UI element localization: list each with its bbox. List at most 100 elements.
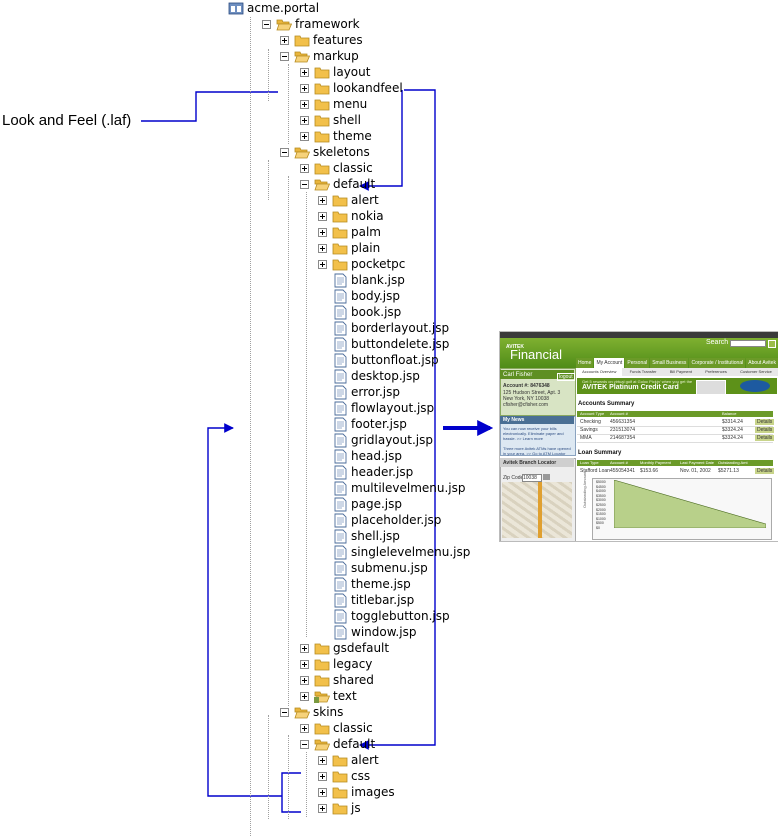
expand-icon[interactable]	[318, 227, 327, 237]
tree-item-togglebutton-jsp[interactable]: togglebutton.jsp	[318, 608, 450, 624]
expand-icon[interactable]	[300, 163, 309, 173]
screenshot-nav-tab[interactable]: Small Business	[650, 358, 689, 368]
tree-item-blank-jsp[interactable]: blank.jsp	[318, 272, 405, 288]
collapse-icon[interactable]	[262, 19, 271, 29]
tree-item-titlebar-jsp[interactable]: titlebar.jsp	[318, 592, 414, 608]
tree-item-buttonfloat-jsp[interactable]: buttonfloat.jsp	[318, 352, 439, 368]
tree-item-text[interactable]: text	[300, 688, 357, 704]
screenshot-search-input[interactable]	[730, 340, 766, 347]
screenshot-nav-tab[interactable]: My Account	[594, 358, 625, 368]
expand-icon[interactable]	[318, 787, 327, 797]
tree-item-shell[interactable]: shell	[300, 112, 361, 128]
expand-icon[interactable]	[300, 67, 309, 77]
tree-item-pocketpc[interactable]: pocketpc	[318, 256, 405, 272]
screenshot-sub-tab[interactable]: Customer Service	[740, 369, 772, 374]
tree-item-palm[interactable]: palm	[318, 224, 381, 240]
tree-item-menu[interactable]: menu	[300, 96, 367, 112]
tree-item-placeholder-jsp[interactable]: placeholder.jsp	[318, 512, 441, 528]
tree-item-legacy[interactable]: legacy	[300, 656, 372, 672]
expand-icon[interactable]	[318, 211, 327, 221]
tree-item-page-jsp[interactable]: page.jsp	[318, 496, 402, 512]
tree-item-flowlayout-jsp[interactable]: flowlayout.jsp	[318, 400, 434, 416]
tree-item-submenu-jsp[interactable]: submenu.jsp	[318, 560, 428, 576]
expand-icon[interactable]	[300, 115, 309, 125]
expand-icon[interactable]	[318, 771, 327, 781]
expand-icon[interactable]	[300, 99, 309, 109]
tree-item-skins[interactable]: skins	[280, 704, 343, 720]
screenshot-sub-tab[interactable]: Funds Transfer	[629, 369, 657, 374]
screenshot-sub-tab[interactable]: Preferences	[705, 369, 727, 374]
screenshot-zip-button[interactable]	[543, 474, 550, 480]
expand-icon[interactable]	[300, 691, 309, 701]
expand-icon[interactable]	[318, 755, 327, 765]
tree-item-layout[interactable]: layout	[300, 64, 370, 80]
tree-item-head-jsp[interactable]: head.jsp	[318, 448, 402, 464]
tree-item-framework[interactable]: framework	[262, 16, 360, 32]
screenshot-details-button[interactable]: Details	[755, 435, 775, 441]
tree-item-error-jsp[interactable]: error.jsp	[318, 384, 400, 400]
screenshot-details-button[interactable]: Details	[755, 427, 775, 433]
tree-item-js[interactable]: js	[318, 800, 361, 816]
expand-icon[interactable]	[300, 675, 309, 685]
screenshot-details-button[interactable]: Details	[755, 419, 775, 425]
expand-icon[interactable]	[300, 659, 309, 669]
screenshot-nav-tab[interactable]: Corporate / Institutional	[689, 358, 746, 368]
expand-icon[interactable]	[300, 643, 309, 653]
tree-item-acme-portal[interactable]: acme.portal	[228, 0, 319, 16]
tree-item-buttondelete-jsp[interactable]: buttondelete.jsp	[318, 336, 449, 352]
tree-item-plain[interactable]: plain	[318, 240, 380, 256]
tree-item-header-jsp[interactable]: header.jsp	[318, 464, 413, 480]
expand-icon[interactable]	[280, 35, 289, 45]
tree-item-footer-jsp[interactable]: footer.jsp	[318, 416, 407, 432]
tree-item-gsdefault[interactable]: gsdefault	[300, 640, 389, 656]
collapse-icon[interactable]	[300, 739, 309, 749]
tree-item-classic[interactable]: classic	[300, 720, 373, 736]
screenshot-nav-tab[interactable]: About Avitek	[746, 358, 778, 368]
tree-item-window-jsp[interactable]: window.jsp	[318, 624, 416, 640]
tree-item-gridlayout-jsp[interactable]: gridlayout.jsp	[318, 432, 433, 448]
tree-item-alert[interactable]: alert	[318, 192, 379, 208]
collapse-icon[interactable]	[280, 147, 289, 157]
tree-item-multilevelmenu-jsp[interactable]: multilevelmenu.jsp	[318, 480, 466, 496]
collapse-icon[interactable]	[280, 51, 289, 61]
tree-item-shell-jsp[interactable]: shell.jsp	[318, 528, 400, 544]
expand-icon[interactable]	[318, 195, 327, 205]
tree-item-desktop-jsp[interactable]: desktop.jsp	[318, 368, 420, 384]
screenshot-zip-input[interactable]: 10038	[522, 474, 542, 482]
collapse-icon[interactable]	[300, 179, 309, 189]
expand-icon[interactable]	[300, 83, 309, 93]
tree-item-images[interactable]: images	[318, 784, 395, 800]
tree-item-shared[interactable]: shared	[300, 672, 374, 688]
expand-icon[interactable]	[318, 259, 327, 269]
tree-item-classic[interactable]: classic	[300, 160, 373, 176]
tree-item-lookandfeel[interactable]: lookandfeel	[300, 80, 403, 96]
screenshot-search-button[interactable]	[768, 340, 776, 348]
tree-item-singlelevelmenu-jsp[interactable]: singlelevelmenu.jsp	[318, 544, 470, 560]
tree-item-css[interactable]: css	[318, 768, 370, 784]
tree-item-markup[interactable]: markup	[280, 48, 359, 64]
tree-item-borderlayout-jsp[interactable]: borderlayout.jsp	[318, 320, 449, 336]
screenshot-nav-tab[interactable]: Home	[576, 358, 594, 368]
tree-item-skeletons[interactable]: skeletons	[280, 144, 370, 160]
expand-icon[interactable]	[300, 131, 309, 141]
screenshot-sub-tab[interactable]: Bill Payment	[669, 369, 692, 374]
tree-item-alert[interactable]: alert	[318, 752, 379, 768]
tree-item-features[interactable]: features	[280, 32, 363, 48]
tree-item-theme-jsp[interactable]: theme.jsp	[318, 576, 411, 592]
tree-item-book-jsp[interactable]: book.jsp	[318, 304, 401, 320]
screenshot-loan-details-button[interactable]: Details	[755, 468, 775, 474]
screenshot-nav-tab[interactable]: Personal	[625, 358, 650, 368]
tree-item-nokia[interactable]: nokia	[318, 208, 384, 224]
tree-item-theme[interactable]: theme	[300, 128, 372, 144]
tree-item-body-jsp[interactable]: body.jsp	[318, 288, 400, 304]
tree-item-default[interactable]: default	[300, 736, 375, 752]
expand-icon[interactable]	[318, 243, 327, 253]
tree-item-default[interactable]: default	[300, 176, 375, 192]
screenshot-logout[interactable]: logout	[557, 373, 575, 381]
expand-icon[interactable]	[318, 803, 327, 813]
expand-icon[interactable]	[300, 723, 309, 733]
screenshot-brand: AVITEK	[506, 344, 524, 350]
screenshot-sub-tab[interactable]: Accounts Overview	[576, 368, 623, 376]
collapse-icon[interactable]	[280, 707, 289, 717]
